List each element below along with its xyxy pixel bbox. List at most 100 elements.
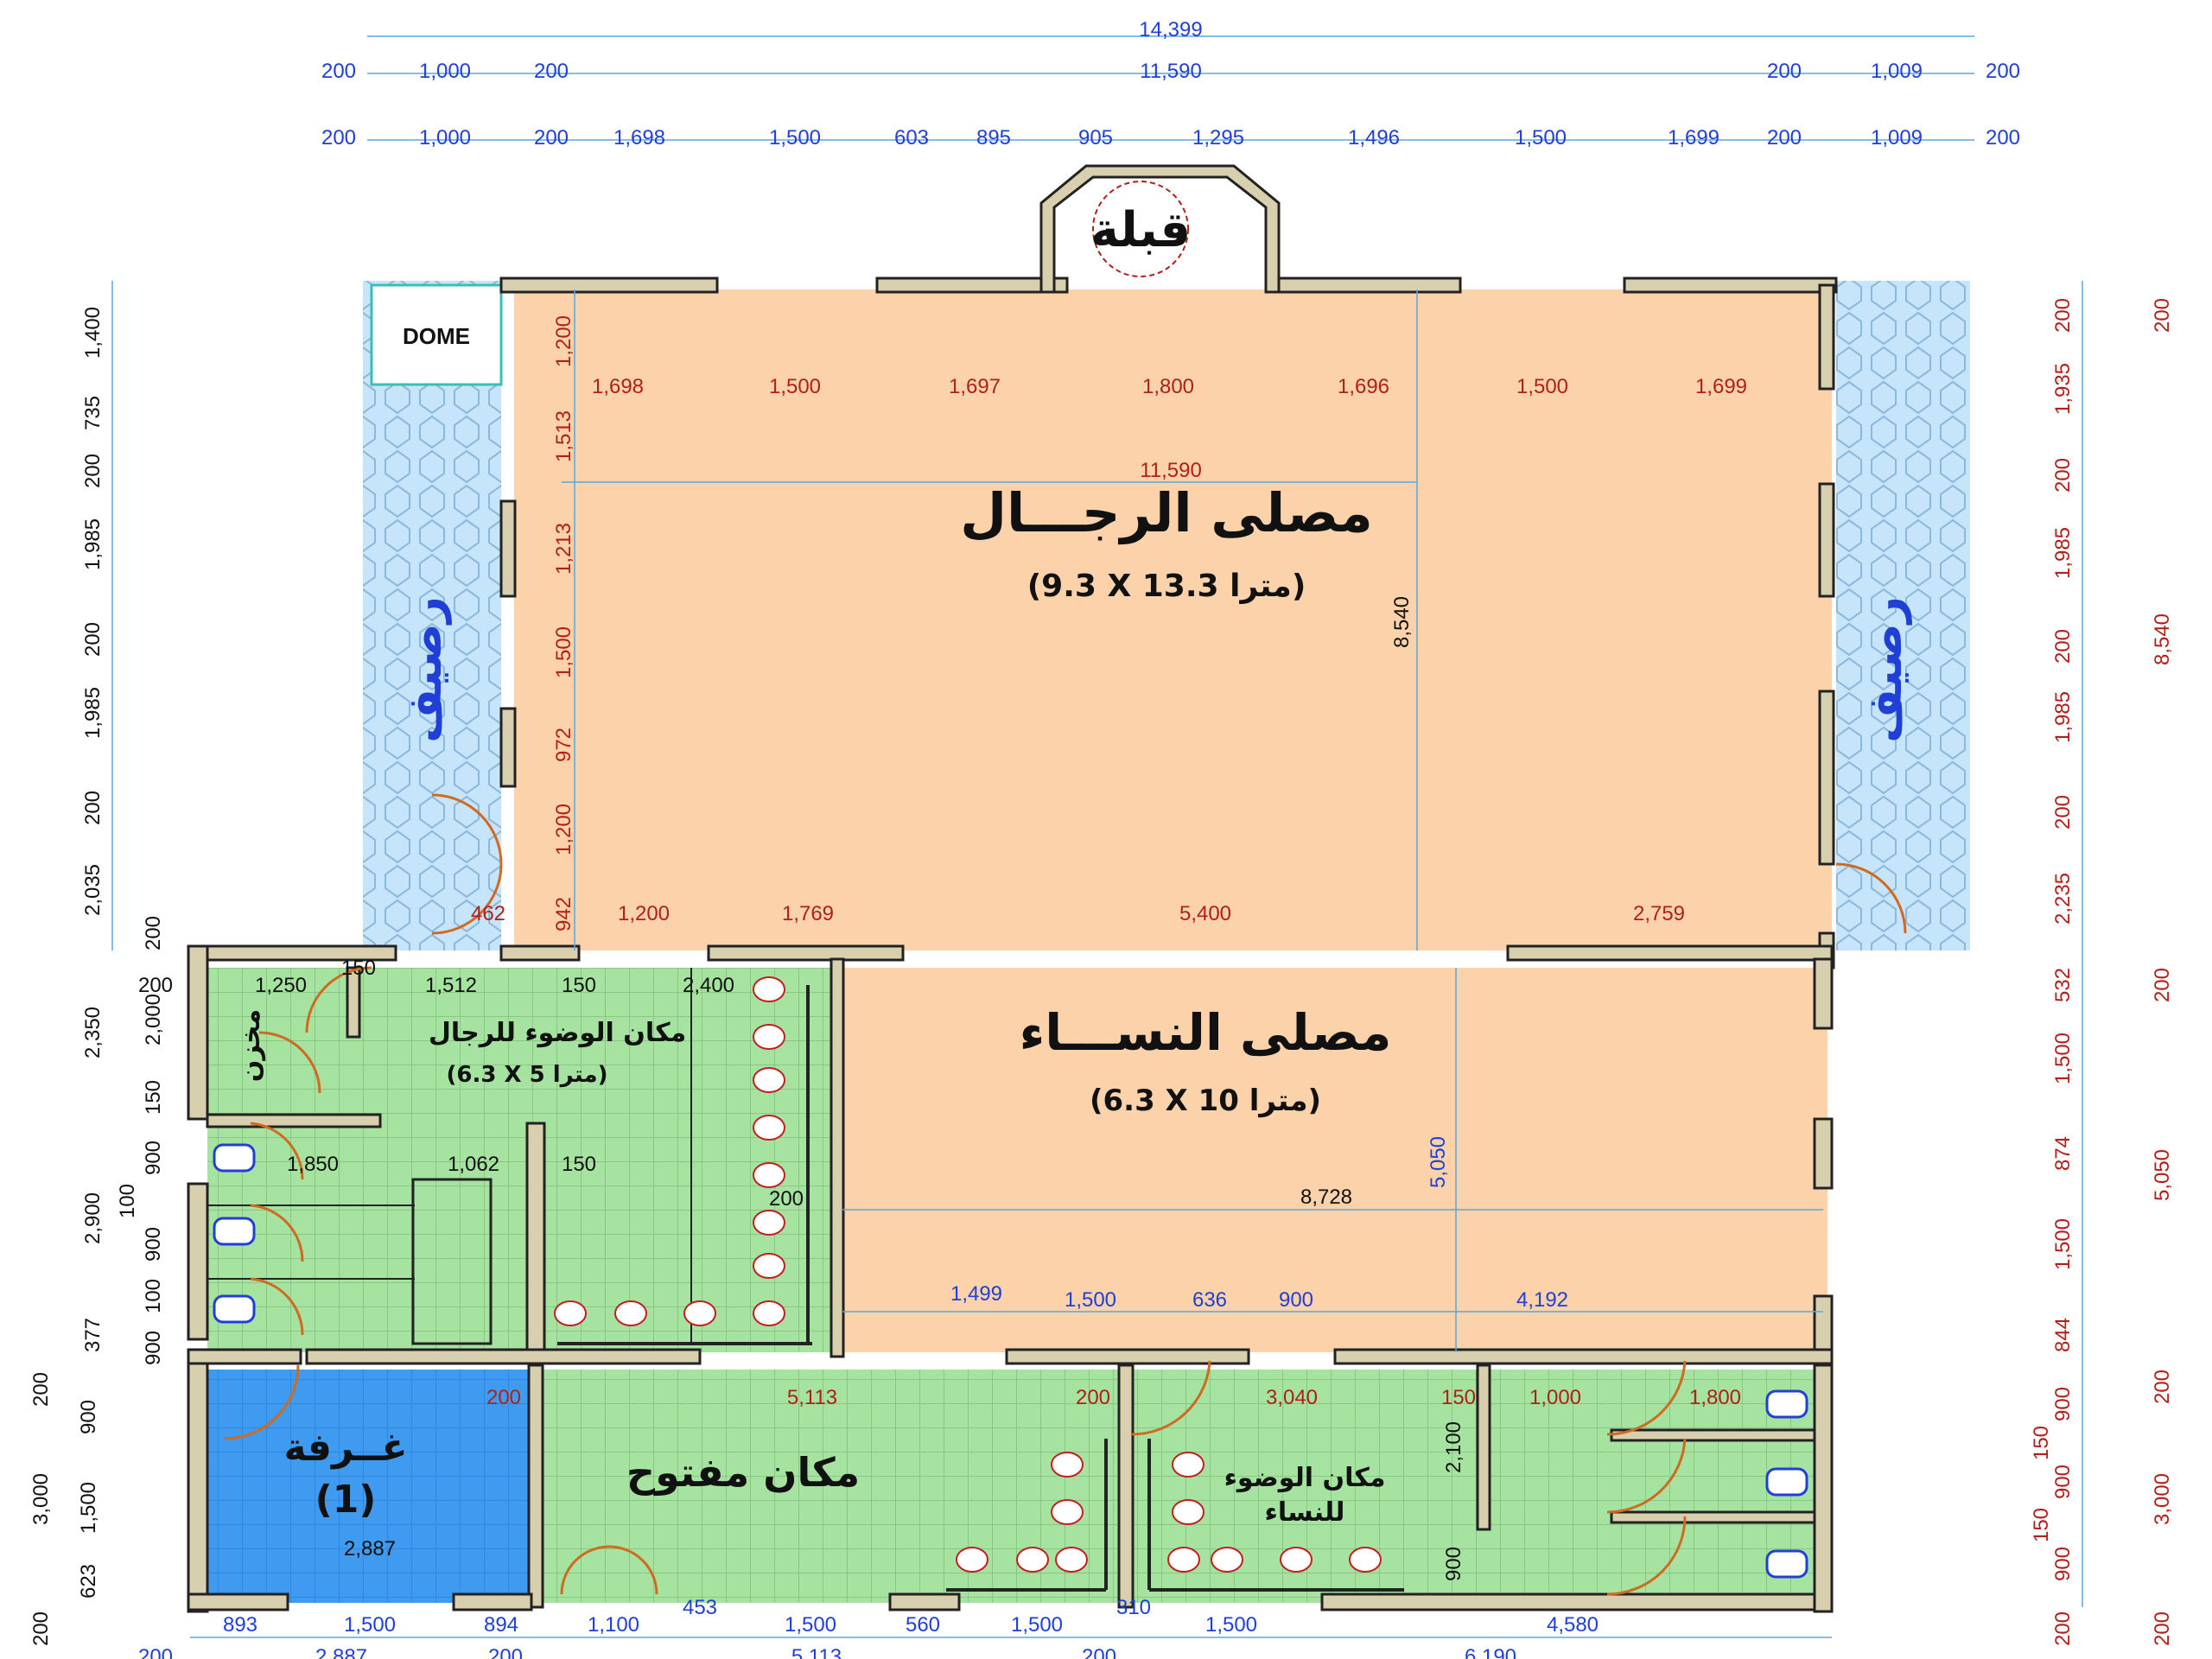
dim-lo-1: 735	[81, 396, 105, 430]
dome-area	[370, 283, 503, 386]
dim-top3-8: 1,295	[1192, 126, 1244, 149]
dim-wr-2: 150	[341, 957, 376, 980]
dim-mlc-6: 942	[552, 897, 575, 931]
dim-top3-10: 1,500	[1515, 126, 1567, 149]
dim-lo-10: 2,900	[81, 1192, 105, 1244]
dim-wr-4: 150	[562, 974, 596, 997]
dim-mb-4: 2,759	[1633, 902, 1685, 925]
sidewalk-right-label: رصيف	[1858, 596, 1912, 743]
dim-ri-1: 1,935	[2051, 363, 2075, 415]
men-hall-label: مصلى الرجـــال	[960, 481, 1373, 544]
dim-li-6: 900	[142, 1331, 165, 1365]
dim-b1-2: 894	[484, 1613, 518, 1637]
dim-b2-4: 200	[1082, 1645, 1116, 1659]
dim-men-0: 1,698	[592, 375, 644, 398]
dim-mlc-2: 1,213	[552, 523, 575, 575]
dim-ri-12: 844	[2051, 1318, 2075, 1352]
dim-lr-2: 200	[1076, 1386, 1110, 1409]
dim-lo-9: 2,350	[81, 1007, 105, 1058]
dim-lr-4: 150	[1441, 1386, 1476, 1409]
dim-ro-5: 3,000	[2151, 1473, 2174, 1525]
room-1-title: غــرفة	[284, 1426, 408, 1470]
dim-top3-0: 200	[321, 126, 356, 149]
dim-lo-6: 200	[81, 791, 105, 825]
dim-men-width: 11,590	[1140, 459, 1202, 482]
doors	[224, 793, 1907, 1596]
dim-lo-13: 3,000	[29, 1473, 53, 1525]
dim-ro-3: 5,050	[2151, 1149, 2174, 1201]
dim-lo-14: 200	[29, 1611, 53, 1646]
qibla-circle	[1092, 181, 1189, 277]
dim-mlc-1: 1,513	[552, 410, 575, 462]
dim-b1-8: 310	[1116, 1596, 1151, 1619]
dim-ri-16: 150	[2030, 1508, 2053, 1542]
dim-top3-14: 200	[1986, 126, 2020, 149]
dim-lr-0: 200	[486, 1386, 521, 1409]
dim-b1-4: 453	[683, 1596, 717, 1619]
dim-li-9: 623	[77, 1564, 100, 1599]
dim-wb-0: 1,499	[950, 1282, 1002, 1306]
dim-lo-11: 377	[81, 1318, 105, 1352]
dim-b1-6: 560	[906, 1613, 940, 1637]
room-1-floor	[207, 1370, 540, 1603]
dim-women-width: 8,728	[1300, 1185, 1352, 1209]
walls	[187, 164, 1838, 1613]
dim-top3-13: 1,009	[1871, 126, 1923, 149]
dim-ro-6: 200	[2151, 1611, 2174, 1646]
dim-mlc-4: 972	[552, 728, 575, 762]
women-hall-size: (6.3 X 10 مترا)	[1090, 1084, 1321, 1118]
dim-top2-0: 200	[321, 60, 356, 83]
dim-b2-1: 2,887	[315, 1645, 367, 1659]
dim-top3-2: 200	[534, 126, 569, 149]
dim-tr-3: 200	[769, 1187, 804, 1211]
dim-lo-2: 200	[81, 454, 105, 488]
dim-top3-9: 1,496	[1348, 126, 1400, 149]
dim-ri-8: 532	[2051, 968, 2075, 1002]
dim-lr-1: 5,113	[787, 1386, 837, 1409]
sidewalk-left-label: رصيف	[397, 596, 452, 743]
dim-top3-3: 1,698	[613, 126, 665, 149]
dim-b2-5: 6,190	[1465, 1645, 1516, 1659]
dim-vert-900: 900	[1442, 1547, 1465, 1581]
dim-ro-1: 8,540	[2151, 613, 2174, 665]
dim-ri-13: 900	[2051, 1387, 2075, 1421]
dim-wr-0: 200	[138, 974, 173, 997]
dim-mb-1: 1,200	[618, 902, 670, 925]
dim-mb-3: 5,400	[1179, 902, 1231, 925]
dim-top3-12: 200	[1767, 126, 1802, 149]
women-wudu-label-1: مكان الوضوء	[1224, 1463, 1386, 1493]
dim-top3-11: 1,699	[1668, 126, 1719, 149]
dim-ri-18: 200	[2051, 1611, 2075, 1646]
dim-ri-14: 150	[2030, 1426, 2053, 1460]
dim-ro-4: 200	[2151, 1370, 2174, 1404]
storage-label: مخزن	[236, 1009, 266, 1082]
dim-men-3: 1,800	[1142, 375, 1194, 398]
dim-ri-7: 2,235	[2051, 873, 2075, 925]
dim-top2-4: 200	[1767, 60, 1802, 83]
dim-tr-2: 150	[562, 1153, 596, 1176]
qibla-label: قبلة	[1090, 202, 1191, 258]
women-prayer-hall-floor	[842, 968, 1827, 1352]
dimension-lines	[111, 35, 2083, 1638]
dim-lr-6: 1,800	[1689, 1386, 1741, 1409]
men-prayer-hall-floor	[514, 289, 1832, 950]
women-wudu-taps	[956, 1452, 1382, 1573]
dim-b2-3: 5,113	[791, 1645, 842, 1659]
dim-room1-width: 2,887	[344, 1537, 396, 1560]
dim-li-0: 2,000	[142, 994, 165, 1046]
dim-men-1: 1,500	[769, 375, 821, 398]
dim-b1-1: 1,500	[344, 1613, 396, 1637]
dim-ri-6: 200	[2051, 795, 2075, 830]
men-hall-size: (9.3 X 13.3 مترا)	[1027, 569, 1306, 604]
dim-top2-6: 200	[1986, 60, 2020, 83]
dim-wb-4: 4,192	[1516, 1288, 1568, 1312]
dim-lo-4: 200	[81, 622, 105, 657]
dim-men-2: 1,697	[949, 375, 1001, 398]
dim-ri-0: 200	[2051, 298, 2075, 333]
room-1-number: (1)	[315, 1478, 377, 1522]
sidewalk-right	[1836, 281, 1970, 950]
dim-ri-17: 900	[2051, 1547, 2075, 1581]
dim-b2-0: 200	[138, 1645, 173, 1659]
men-wudu-floor	[207, 968, 842, 1352]
